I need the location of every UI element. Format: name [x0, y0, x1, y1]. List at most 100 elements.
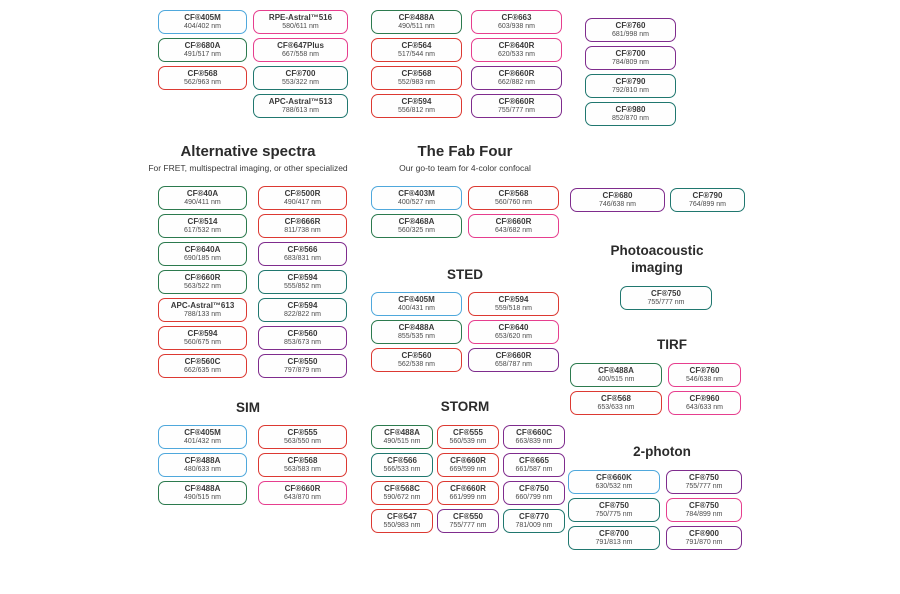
dye-ex-em: 560/539 nm	[449, 438, 487, 446]
dye-ex-em: 781/009 nm	[515, 522, 553, 530]
dye-name: CF®568	[401, 68, 432, 78]
dye-ex-em: 681/998 nm	[612, 31, 649, 39]
dye-ex-em: 560/760 nm	[495, 199, 532, 207]
dye-ex-em: 660/799 nm	[515, 494, 553, 502]
dye-name: CF®660R	[495, 350, 532, 360]
dye-name: CF®568	[498, 188, 529, 198]
dye-name: CF®405M	[398, 294, 435, 304]
dye-ex-em: 683/831 nm	[284, 255, 321, 263]
dye-ex-em: 517/544 nm	[398, 51, 435, 59]
tirf-title: TIRF	[657, 337, 687, 352]
sted-title: STED	[446, 267, 483, 282]
dye-name: CF®500R	[284, 188, 321, 198]
dye-name: CF®647Plus	[277, 40, 324, 50]
dye-name: CF®750	[519, 483, 549, 493]
dye-ex-em: 653/620 nm	[495, 333, 532, 341]
dye-ex-em: 852/870 nm	[612, 115, 649, 123]
dye-name: CF®555	[453, 427, 483, 437]
fab-four-title: The Fab Four	[417, 143, 513, 160]
dye-ex-em: 560/325 nm	[398, 227, 435, 235]
dye-name: CF®660R	[498, 96, 535, 106]
dye-name: CF®405M	[184, 12, 221, 22]
dye-name: CF®660R	[450, 483, 486, 493]
dye-name: CF®660C	[516, 427, 552, 437]
dye-name: CF®547	[387, 511, 417, 521]
dye-ex-em: 630/532 nm	[595, 483, 633, 491]
dye-name: CF®660R	[495, 216, 532, 226]
dye-name: CF®750	[689, 500, 719, 510]
dye-ex-em: 400/515 nm	[597, 376, 635, 384]
dye-name: CF®566	[387, 455, 417, 465]
dye-ex-em: 590/672 nm	[383, 494, 421, 502]
dye-ex-em: 490/511 nm	[398, 23, 435, 31]
dye-ex-em: 404/402 nm	[184, 23, 221, 31]
dye-ex-em: 822/822 nm	[284, 311, 321, 319]
dye-name: CF®594	[187, 328, 218, 338]
dye-ex-em: 563/583 nm	[284, 466, 321, 474]
dye-name: CF®550	[453, 511, 483, 521]
dye-name: CF®40A	[186, 188, 219, 198]
dye-name: APC-Astral™613	[170, 300, 235, 310]
dye-ex-em: 603/938 nm	[498, 23, 535, 31]
dye-ex-em: 546/638 nm	[686, 376, 723, 384]
dye-ex-em: 792/810 nm	[612, 87, 649, 95]
dye-name: CF®405M	[184, 427, 221, 437]
dye-ex-em: 784/899 nm	[685, 511, 723, 519]
dye-name: CF®663	[501, 12, 532, 22]
dye-ex-em: 643/682 nm	[495, 227, 532, 235]
dye-ex-em: 490/417 nm	[284, 199, 321, 207]
dye-name: CF®468A	[398, 216, 435, 226]
dye-name: CF®980	[615, 104, 646, 114]
fab-four-subtitle: Our go-to team for 4-color confocal	[399, 163, 531, 173]
dye-ex-em: 620/533 nm	[498, 51, 535, 59]
dye-name: CF®560C	[184, 356, 221, 366]
dye-ex-em: 490/515 nm	[184, 494, 221, 502]
dye-ex-em: 559/518 nm	[495, 305, 532, 313]
alternative-spectra-title: Alternative spectra	[180, 143, 316, 160]
dye-ex-em: 490/411 nm	[184, 199, 221, 207]
dye-name: CF®666R	[284, 216, 321, 226]
dye-name: CF®680	[602, 190, 633, 200]
dye-name: CF®555	[287, 427, 318, 437]
dye-ex-em: 663/839 nm	[515, 438, 553, 446]
storm-title: STORM	[440, 399, 490, 414]
dye-name: CF®760	[615, 20, 646, 30]
dye-ex-em: 755/777 nm	[498, 107, 535, 115]
dye-name: CF®488A	[598, 365, 634, 375]
dye-name: CF®700	[285, 68, 316, 78]
dye-ex-em: 662/882 nm	[498, 79, 535, 87]
dye-name: CF®564	[401, 40, 432, 50]
